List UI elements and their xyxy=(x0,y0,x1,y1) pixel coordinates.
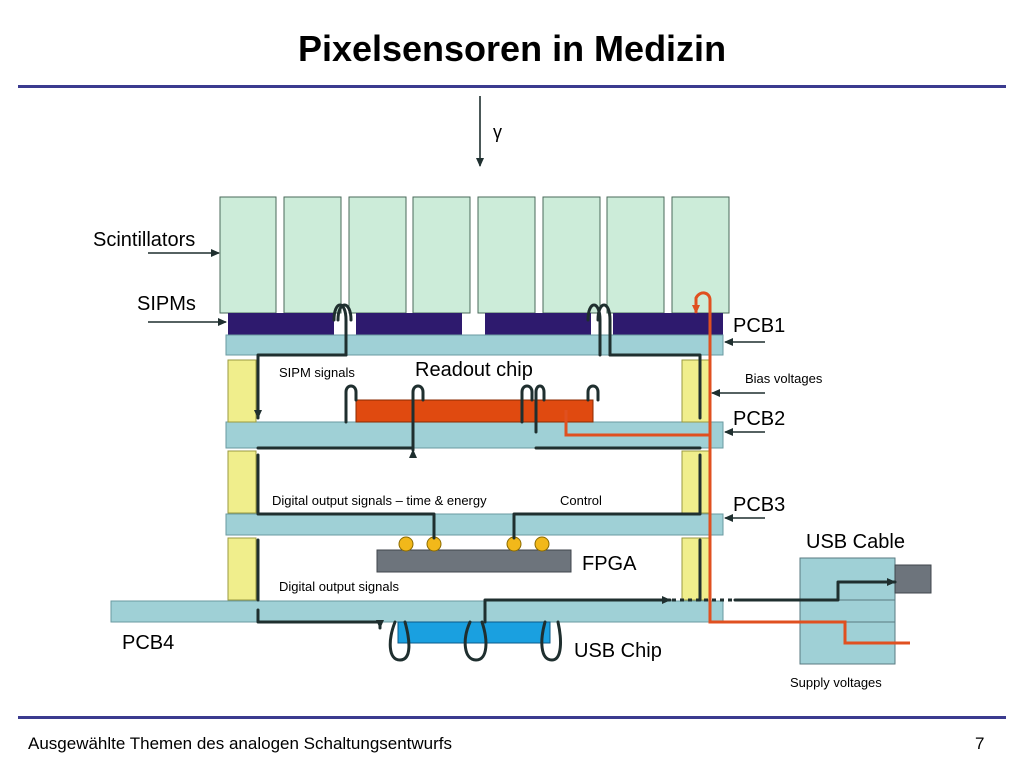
fpga-solder-bumps xyxy=(398,536,550,552)
pcb3-label: PCB3 xyxy=(733,494,785,516)
sipms-label: SIPMs xyxy=(137,293,196,315)
scintillator-crystal xyxy=(542,196,601,314)
supply-voltages-label: Supply voltages xyxy=(790,675,882,690)
pcb4-label: PCB4 xyxy=(122,632,174,654)
scintillator-crystal xyxy=(477,196,536,314)
pcb1-label: PCB1 xyxy=(733,315,785,337)
slide-title: Pixelsensoren in Medizin xyxy=(297,28,727,69)
readout-chip-label: Readout chip xyxy=(415,359,533,381)
readout-chip xyxy=(355,399,594,423)
sipm xyxy=(356,313,462,335)
sipm-signals-label: SIPM signals xyxy=(279,365,355,380)
sipm xyxy=(228,313,334,335)
footer-divider xyxy=(18,716,1006,719)
fpga-chip xyxy=(376,549,572,573)
supply-voltage-line xyxy=(692,291,910,645)
connector xyxy=(681,450,711,514)
page-number: 7 xyxy=(975,734,985,753)
scintillator-array xyxy=(219,196,730,314)
scintillator-crystal xyxy=(606,196,665,314)
sipm-row xyxy=(228,313,723,335)
board-connectors xyxy=(227,359,711,601)
pcb2-label: PCB2 xyxy=(733,408,785,430)
sipm xyxy=(613,313,723,335)
control-label: Control xyxy=(560,493,602,508)
connector xyxy=(681,537,711,601)
digital-output-time-energy-label: Digital output signals – time & energy xyxy=(272,493,487,508)
connector xyxy=(227,359,257,423)
bias-voltages-label: Bias voltages xyxy=(745,371,823,386)
pcb3-board xyxy=(225,513,724,536)
title-divider xyxy=(18,85,1006,88)
pcb4-board xyxy=(110,600,724,623)
scintillator-crystal xyxy=(671,196,730,314)
scintillator-crystal xyxy=(219,196,277,314)
scintillators-label: Scintillators xyxy=(93,229,195,251)
usb-cable-connector xyxy=(799,557,932,665)
usb-chip xyxy=(397,621,551,644)
scintillator-crystal xyxy=(283,196,342,314)
scintillator-crystal xyxy=(348,196,407,314)
connector xyxy=(227,450,257,514)
pcb1-board xyxy=(225,334,724,356)
solder-bump xyxy=(534,536,550,552)
bias-voltage-line xyxy=(564,410,710,437)
solder-bump xyxy=(398,536,414,552)
gamma-label: γ xyxy=(493,122,502,142)
fpga-label: FPGA xyxy=(582,553,637,575)
scintillator-crystal xyxy=(412,196,471,314)
digital-output-signals-label: Digital output signals xyxy=(279,579,399,594)
usb-cable-body xyxy=(799,557,896,665)
label-arrows xyxy=(148,249,765,522)
usb-chip-label: USB Chip xyxy=(574,640,662,662)
connector xyxy=(227,537,257,601)
usb-cable-label: USB Cable xyxy=(806,531,905,553)
signal-wires xyxy=(254,303,897,662)
sipm xyxy=(485,313,591,335)
usb-plug xyxy=(894,564,932,594)
connector xyxy=(681,359,711,423)
footer-text: Ausgewählte Themen des analogen Schaltun… xyxy=(28,734,453,753)
